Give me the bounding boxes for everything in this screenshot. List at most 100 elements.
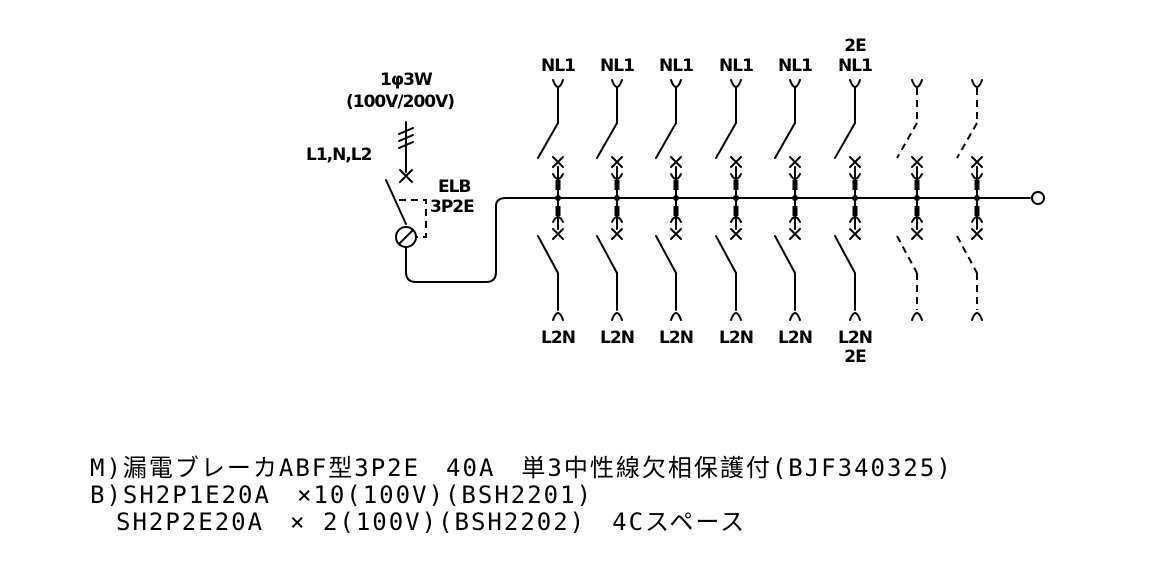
branch-3-bottom-cross-b [670,228,682,240]
spec-line-branch-1e: B)SH2P1E20A ×10(100V)(BSH2201) [90,481,593,509]
branch-8-top-cross-b [971,156,983,168]
branch-6-bottom-switch-blade [834,235,856,274]
branch-1-lower-contact [555,206,561,216]
branch-6-upper-arc [849,173,861,180]
branch-3-top-cross-b [670,156,682,168]
branch-2-top-label: NL1 [600,56,634,76]
branch-8-lower-arc [971,216,983,223]
branch-8-upper-arc [971,173,983,180]
branch-5-top-cross-b [789,156,801,168]
branch-5-upper-contact [792,180,798,190]
incoming-line [398,121,414,183]
branch-8-lower-contact [974,206,980,216]
branch-5-bottom-switch-blade [774,235,796,274]
branch-2-top-switch-blade [596,122,618,159]
branch-8-top-terminal [971,79,983,88]
branch-8-upper-contact [974,180,980,190]
branch-8-bottom-cross-b [971,228,983,240]
branch-7-lower-contact [914,206,920,216]
branch-5-bottom-terminal [789,312,801,321]
branch-1-bottom-label: L2N [541,328,575,348]
branch-6-top-terminal [849,79,861,88]
branch-1-top-cross-b [552,156,564,168]
branch-5-top-label: NL1 [778,56,812,76]
branch-7-top-cross-b [911,156,923,168]
branch-6-lower-contact [852,206,858,216]
branch-3-lower-arc [670,216,682,223]
supply-phase-label: 1φ3W [380,70,433,90]
branch-5-bus-node [792,195,798,201]
spec-line-branch-2e: SH2P2E20A × 2(100V)(BSH2202) 4Cスペース [90,508,746,536]
branch-4-top-label: NL1 [719,56,753,76]
branch-7-top-terminal [911,79,923,88]
branch-8-top-switch-blade [956,122,978,159]
branch-4-lower-arc [730,216,742,223]
branch-4-upper-arc [730,173,742,180]
branch-3-bottom-switch-blade [655,235,677,274]
branch-3-bottom-label: L2N [659,328,693,348]
branch-4-top-cross-b [730,156,742,168]
branch-1-top-label: NL1 [541,56,575,76]
branch-1-upper-contact [555,180,561,190]
branch-5-top-switch-blade [774,122,796,159]
branch-7-bottom-switch-blade [896,235,918,274]
branch-7-top-switch-blade [896,122,918,159]
branch-4-bottom-label: L2N [719,328,753,348]
branch-2-top-cross-b [611,156,623,168]
branch-8-bottom-switch-blade [956,235,978,274]
branch-1-lower-arc [552,216,564,223]
branch-1-bottom-terminal [552,312,564,321]
branch-6-top-switch-blade [834,122,856,159]
main-breaker-type-label: ELB [438,177,470,197]
supply-voltage-label: (100V/200V) [346,92,454,112]
branch-2-top-terminal [611,79,623,88]
branch-2-bus-node [614,195,620,201]
branch-6-bottom-terminal [849,312,861,321]
branch-2-lower-contact [614,206,620,216]
branch-6-lower-arc [849,216,861,223]
branch-4-lower-contact [733,206,739,216]
branch-7-lower-arc [911,216,923,223]
branch-1-top-terminal [552,79,564,88]
branch-6-bottom-cross-b [849,228,861,240]
spec-line-main-breaker: M)漏電ブレーカABF型3P2E 40A 単3中性線欠相保護付(BJF34032… [90,454,953,482]
branch-7-upper-contact [914,180,920,190]
branch-2-bottom-label: L2N [600,328,634,348]
branch-2-bottom-cross-b [611,228,623,240]
branch-1-upper-arc [552,173,564,180]
branch-3-lower-contact [673,206,679,216]
branch-5-bottom-label: L2N [778,328,812,348]
branch-4-bottom-cross-b [730,228,742,240]
branch-7-bottom-cross-b [911,228,923,240]
branch-4-top-switch-blade [715,122,737,159]
branch-2-bottom-switch-blade [596,235,618,274]
branch-3-upper-contact [673,180,679,190]
branch-1-bottom-cross-b [552,228,564,240]
branch-7-bus-node [914,195,920,201]
branch-5-lower-contact [792,206,798,216]
branch-6-upper-contact [852,180,858,190]
branch-2-upper-arc [611,173,623,180]
branch-4-bottom-terminal [730,312,742,321]
branch-5-lower-arc [789,216,801,223]
branch-1-top-switch-blade [537,122,559,159]
branch-8-bottom-terminal [971,312,983,321]
main-breaker-poles-label: 3P2E [430,197,474,217]
branch-4-top-terminal [730,79,742,88]
branch-3-bottom-terminal [670,312,682,321]
branch-3-bus-node [673,195,679,201]
branch-6-bottom-label: L2N [838,328,872,348]
supply-wires-label: L1,N,L2 [306,145,372,165]
branch-1-bottom-switch-blade [537,235,559,274]
branch-5-top-terminal [789,79,801,88]
branch-5-upper-arc [789,173,801,180]
branch-6-top-extra-label: 2E [844,36,866,56]
branch-5-bottom-cross-b [789,228,801,240]
branch-2-bottom-terminal [611,312,623,321]
branch-2-upper-contact [614,180,620,190]
branch-2-lower-arc [611,216,623,223]
branch-6-top-cross-b [849,156,861,168]
branch-3-top-terminal [670,79,682,88]
branch-7-bottom-terminal [911,312,923,321]
